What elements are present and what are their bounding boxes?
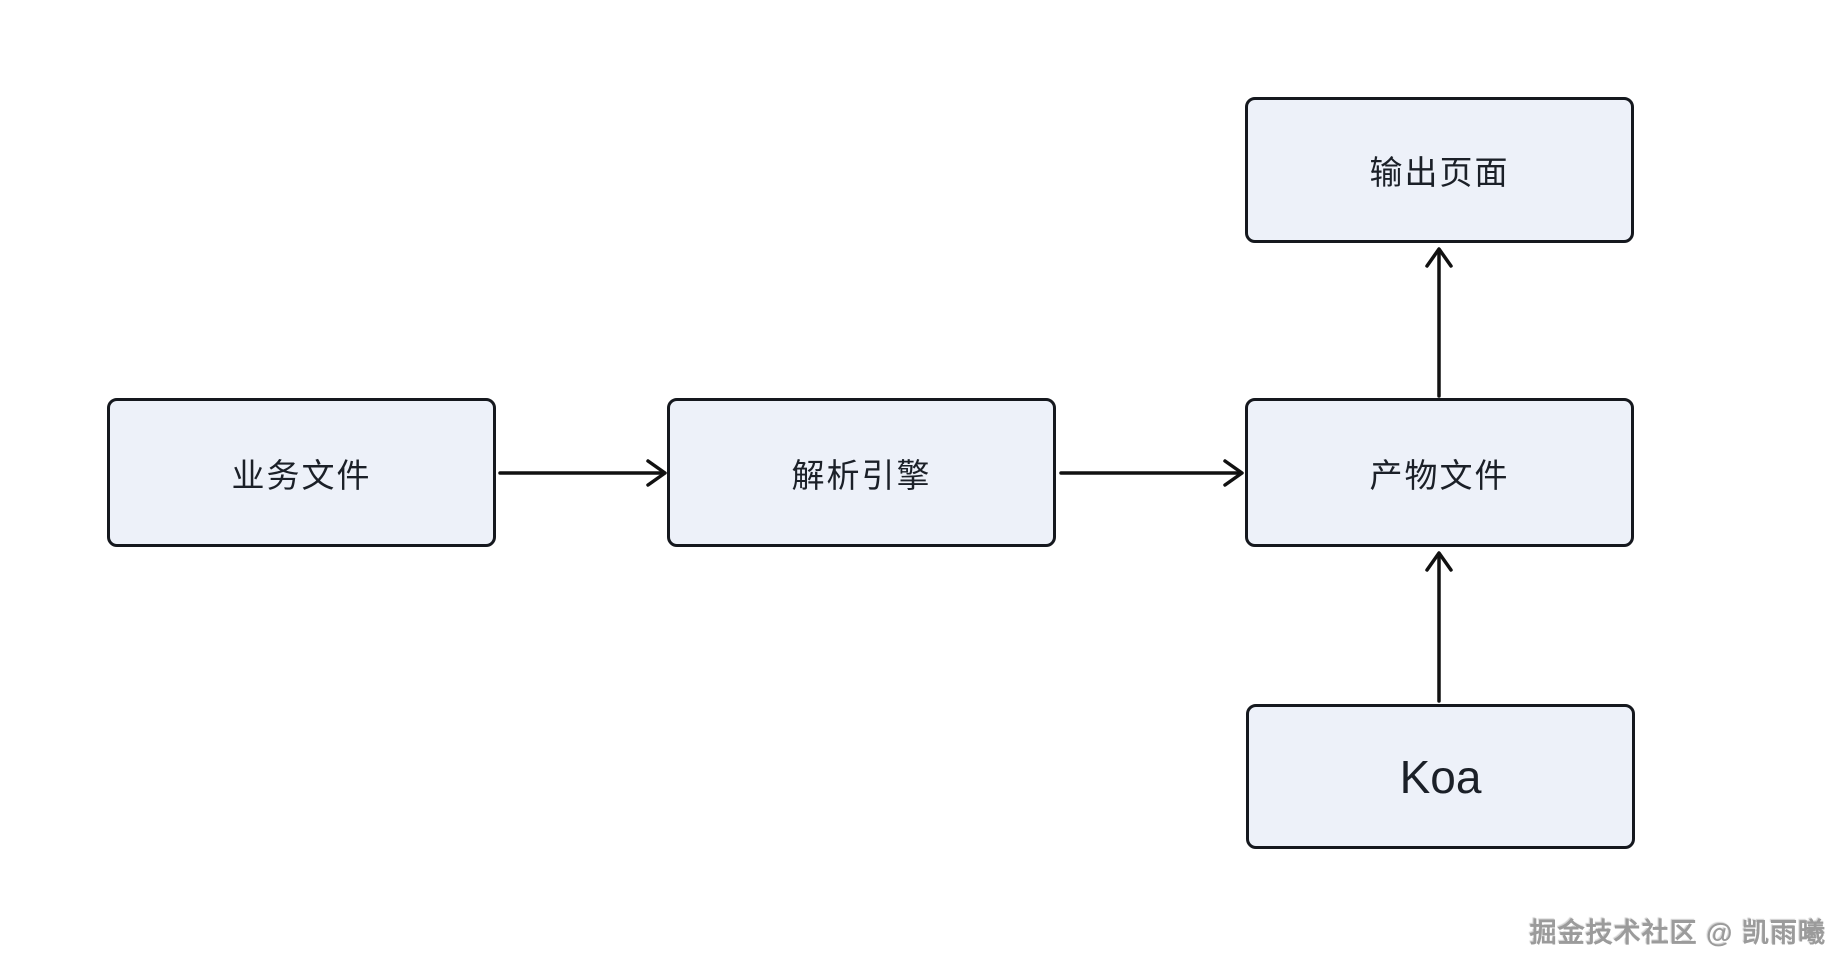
edge-business-file-to-parse-engine — [498, 459, 667, 487]
node-output-page-label: 输出页面 — [1369, 154, 1510, 191]
edge-koa-to-artifact-file — [1425, 551, 1453, 703]
node-business-file-label: 业务文件 — [231, 456, 372, 494]
node-parse-engine: 解析引擎 — [667, 398, 1056, 547]
edge-artifact-file-to-output-page — [1425, 247, 1453, 398]
node-artifact-file: 产物文件 — [1245, 398, 1634, 547]
node-koa-label: Koa — [1399, 750, 1482, 803]
node-artifact-file-label: 产物文件 — [1369, 456, 1510, 494]
node-koa: Koa — [1246, 704, 1635, 849]
edge-parse-engine-to-artifact-file — [1059, 459, 1244, 487]
node-output-page: 输出页面 — [1245, 97, 1634, 243]
watermark: 掘金技术社区 @ 凯雨曦 — [1529, 918, 1826, 948]
node-parse-engine-label: 解析引擎 — [791, 456, 932, 494]
node-business-file: 业务文件 — [107, 398, 496, 547]
